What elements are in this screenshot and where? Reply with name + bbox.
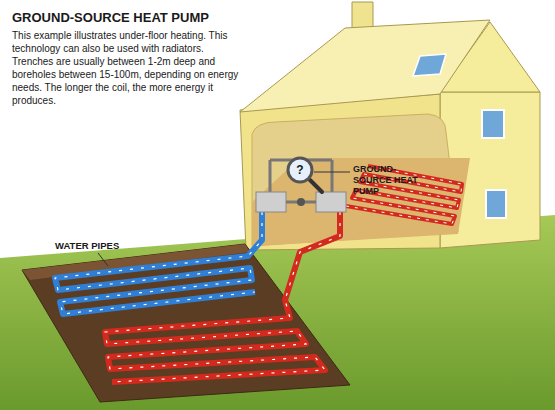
floor: [252, 158, 470, 246]
skylight: [413, 54, 446, 76]
flow-arrows: [55, 212, 262, 314]
magnifier: [288, 158, 312, 182]
component-label: WATER PIPES: [55, 240, 145, 252]
cold-water-pipe: [55, 212, 262, 314]
window: [486, 190, 506, 218]
title: GROUND-SOURCE HEAT PUMP: [12, 10, 209, 25]
pump-unit: [316, 192, 346, 212]
leader-line: [98, 253, 108, 266]
magnifier-handle: [310, 180, 322, 192]
pump-valve: [297, 198, 305, 206]
leader-line: [314, 172, 350, 173]
pump-unit: [256, 192, 286, 212]
pump-pipe: [331, 160, 334, 192]
roof: [240, 20, 490, 112]
question-mark: ?: [293, 162, 307, 178]
window: [482, 110, 504, 138]
warm-water-pipe: [105, 212, 340, 382]
flow-arrows: [105, 212, 340, 382]
pump-pipe: [269, 160, 272, 192]
component-label: GROUND-SOURCE HEAT PUMP: [353, 164, 433, 197]
description-text: This example illustrates under-floor hea…: [12, 29, 240, 107]
